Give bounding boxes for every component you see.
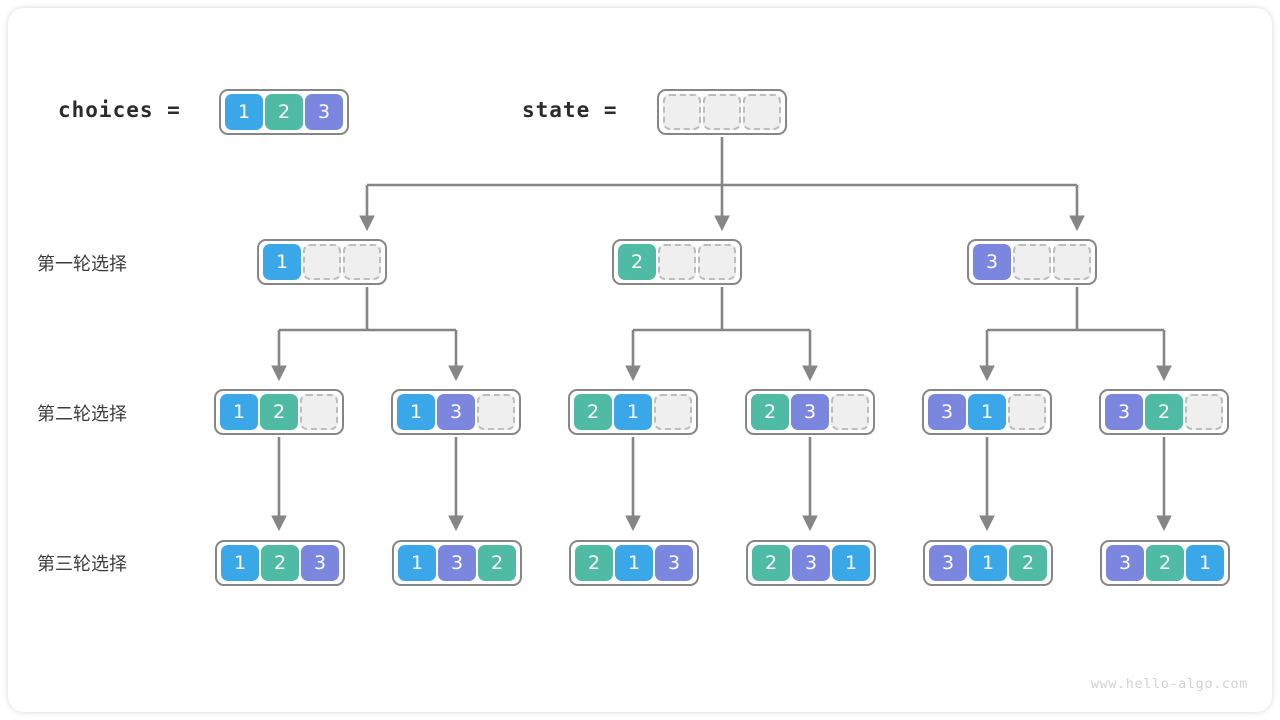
round2-node-2-cell-1: 3 — [437, 394, 475, 430]
round1-node-3[interactable]: 3 — [967, 239, 1097, 285]
round1-node-2-cell-0: 2 — [618, 244, 656, 280]
row-label-round-3: 第三轮选择 — [37, 554, 127, 575]
round3-node-3-cell-1: 1 — [615, 545, 653, 581]
choices-array-cell-1: 2 — [265, 94, 303, 130]
choices-array-cell-2: 3 — [305, 94, 343, 130]
round2-node-3-cell-1: 1 — [614, 394, 652, 430]
round2-node-5-cell-1: 1 — [968, 394, 1006, 430]
round1-node-3-cell-2 — [1053, 244, 1091, 280]
round1-node-1[interactable]: 1 — [257, 239, 387, 285]
round2-node-5-cell-0: 3 — [928, 394, 966, 430]
round3-node-5-cell-0: 3 — [929, 545, 967, 581]
round3-node-2-cell-2: 2 — [478, 545, 516, 581]
state-array[interactable] — [657, 89, 787, 135]
round2-node-4-cell-2 — [831, 394, 869, 430]
round1-node-1-cell-2 — [343, 244, 381, 280]
round2-node-6-cell-0: 3 — [1105, 394, 1143, 430]
round1-node-1-cell-1 — [303, 244, 341, 280]
round2-node-3-cell-0: 2 — [574, 394, 612, 430]
choices-label: choices = — [58, 98, 181, 122]
round3-node-2-cell-0: 1 — [398, 545, 436, 581]
round3-node-3-cell-2: 3 — [655, 545, 693, 581]
round1-node-3-cell-0: 3 — [973, 244, 1011, 280]
round3-node-6-cell-1: 2 — [1146, 545, 1184, 581]
round3-node-1-cell-0: 1 — [221, 545, 259, 581]
round2-node-2-cell-2 — [477, 394, 515, 430]
choices-array-cell-0: 1 — [225, 94, 263, 130]
round1-node-3-cell-1 — [1013, 244, 1051, 280]
state-label: state = — [522, 98, 618, 122]
round2-node-5-cell-2 — [1008, 394, 1046, 430]
round3-node-5-cell-2: 2 — [1009, 545, 1047, 581]
diagram-card — [8, 8, 1272, 712]
round2-node-3-cell-2 — [654, 394, 692, 430]
round2-node-1-cell-0: 1 — [220, 394, 258, 430]
round2-node-2-cell-0: 1 — [397, 394, 435, 430]
round3-node-3-cell-0: 2 — [575, 545, 613, 581]
round2-node-1-cell-2 — [300, 394, 338, 430]
row-label-round-1: 第一轮选择 — [37, 254, 127, 275]
round3-node-1-cell-1: 2 — [261, 545, 299, 581]
round1-node-1-cell-0: 1 — [263, 244, 301, 280]
round3-node-5-cell-1: 1 — [969, 545, 1007, 581]
state-array-cell-0 — [663, 94, 701, 130]
round3-node-6-cell-0: 3 — [1106, 545, 1144, 581]
round3-node-6-cell-2: 1 — [1186, 545, 1224, 581]
round1-node-2-cell-2 — [698, 244, 736, 280]
round2-node-1-cell-1: 2 — [260, 394, 298, 430]
watermark: www.hello-algo.com — [1090, 676, 1248, 692]
round3-node-4-cell-1: 3 — [792, 545, 830, 581]
state-array-cell-2 — [743, 94, 781, 130]
round3-node-4-cell-2: 1 — [832, 545, 870, 581]
round2-node-6-cell-2 — [1185, 394, 1223, 430]
round3-node-1-cell-2: 3 — [301, 545, 339, 581]
row-label-round-2: 第二轮选择 — [37, 404, 127, 425]
round3-node-4-cell-0: 2 — [752, 545, 790, 581]
round1-node-2-cell-1 — [658, 244, 696, 280]
round1-node-2[interactable]: 2 — [612, 239, 742, 285]
round3-node-2-cell-1: 3 — [438, 545, 476, 581]
round2-node-4-cell-0: 2 — [751, 394, 789, 430]
round2-node-6-cell-1: 2 — [1145, 394, 1183, 430]
round2-node-4-cell-1: 3 — [791, 394, 829, 430]
state-array-cell-1 — [703, 94, 741, 130]
